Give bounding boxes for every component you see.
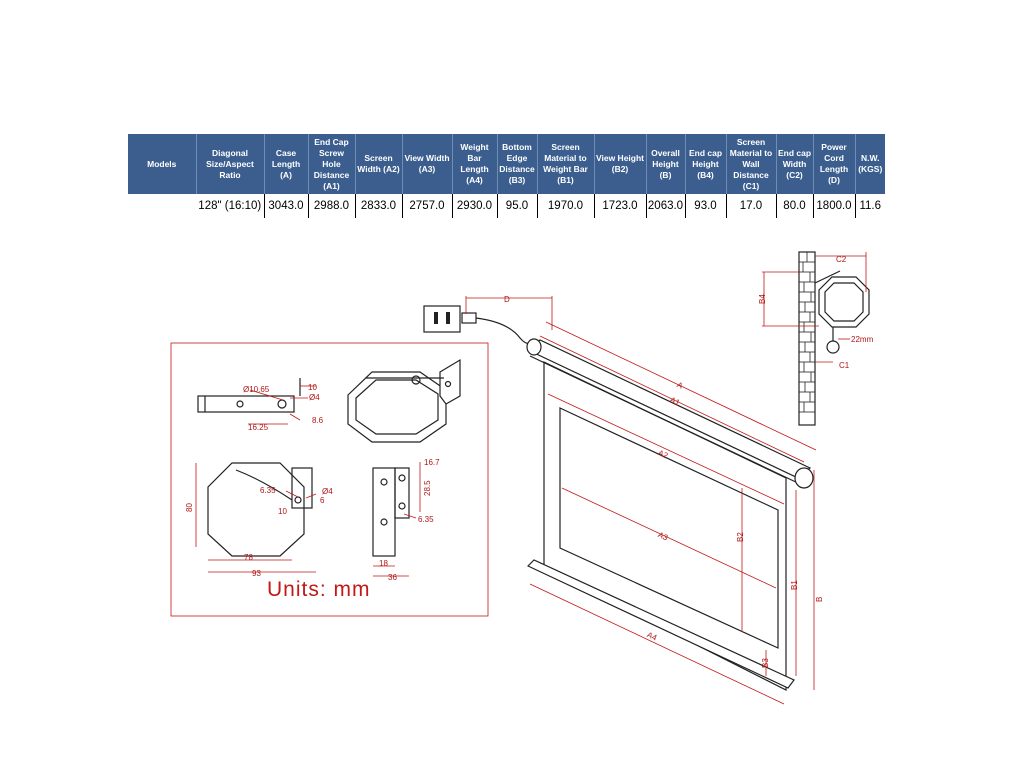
roller-case [526, 339, 812, 479]
header-cell: Screen Material to Wall Distance (C1) [726, 134, 777, 194]
table-cell: 11.6 [859, 200, 882, 212]
weight-bar [526, 559, 795, 689]
table-row: 128" (16:10) 3043.0 2988.0 2833.0 2757.0… [128, 194, 885, 218]
weight-bar-end [826, 340, 840, 354]
table-cell: 80.0 [776, 194, 814, 218]
dim-label: 36 [388, 573, 397, 582]
dim-label: 16.7 [424, 458, 440, 467]
dim-label: B [815, 597, 824, 602]
header-cell: Case Length (A) [264, 134, 309, 194]
screen-fabric [543, 361, 787, 691]
table-cell: 93.0 [685, 194, 727, 218]
brick-wall-courses [799, 252, 815, 413]
dim-label: 93 [252, 569, 261, 578]
header-cell: Screen Material to Weight Bar (B1) [537, 134, 595, 194]
table-header-row: Models Diagonal Size/Aspect Ratio Case L… [128, 134, 885, 194]
table-cell: 128" (16:10) [196, 194, 265, 218]
dim-label: 28.5 [423, 480, 432, 496]
header-cell: Screen Width (A2) [355, 134, 403, 194]
bracket-front-view [195, 462, 317, 573]
dim-label: 22mm [851, 335, 874, 344]
header-cell: Weight Bar Length (A4) [452, 134, 498, 194]
dim-label: A1 [669, 395, 682, 408]
dim-label: A3 [657, 530, 670, 543]
dim-label: 16.25 [248, 423, 269, 432]
dim-label: B3 [761, 658, 770, 668]
dim-label: A [676, 380, 685, 391]
header-cell: N.W. (KGS) [855, 134, 885, 194]
dim-label: 80 [185, 503, 194, 512]
header-cell: Models [128, 134, 197, 194]
dim-label: B1 [790, 580, 799, 590]
end-cap-octagon [818, 276, 870, 328]
bracket-profile-view [372, 462, 421, 577]
header-cell: Overall Height (B) [646, 134, 686, 194]
bracket-detail-drawing: Ø10.65 10 Ø4 16.25 8.6 6.35 Ø4 6 [170, 342, 489, 617]
spec-table: Models Diagonal Size/Aspect Ratio Case L… [128, 134, 885, 218]
dim-label: Ø4 [309, 393, 320, 402]
brick-wall [798, 251, 816, 426]
header-cell: End cap Width (C2) [776, 134, 814, 194]
dim-label: 8.6 [312, 416, 324, 425]
table-cell: 17.0 [726, 194, 777, 218]
dim-label: C1 [839, 361, 850, 370]
roller-end-cap [794, 467, 814, 489]
dim-label: C2 [836, 255, 847, 264]
table-cell: 2930.0 [452, 194, 498, 218]
view-area [559, 407, 779, 649]
table-cell: 2757.0 [402, 194, 453, 218]
header-cell: End cap Height (B4) [685, 134, 727, 194]
table-cell: 2988.0 [308, 194, 356, 218]
bracket-isometric-view [347, 358, 461, 443]
header-cell: View Height (B2) [594, 134, 647, 194]
screen-assembly-drawing [423, 296, 817, 705]
units-label: Units: mm [267, 578, 371, 601]
table-cell: 3043.0 [264, 194, 309, 218]
dim-label: 10 [278, 507, 287, 516]
dim-label: 18 [379, 559, 388, 568]
bracket-detail-frame [170, 342, 489, 617]
dim-label: B2 [736, 532, 745, 542]
power-plug-icon [423, 305, 461, 333]
dim-label: D [504, 295, 510, 304]
header-cell: View Width (A3) [402, 134, 453, 194]
table-cell: 1970.0 [537, 194, 595, 218]
dim-label: 6.35 [418, 515, 434, 524]
dim-label: 6 [320, 496, 325, 505]
dim-label: B4 [758, 294, 767, 304]
header-cell: End Cap Screw Hole Distance (A1) [308, 134, 356, 194]
wall-mount-drawing [762, 251, 870, 426]
dim-label: 78 [244, 553, 253, 562]
dim-label: A2 [657, 448, 670, 461]
dim-label: 10 [308, 383, 317, 392]
dim-label: Ø10.65 [243, 385, 270, 394]
dim-label: Ø4 [322, 487, 333, 496]
table-cell: 2833.0 [355, 194, 403, 218]
header-cell: Bottom Edge Distance (B3) [497, 134, 538, 194]
table-cell: 95.0 [497, 194, 538, 218]
dim-label: 6.35 [260, 486, 276, 495]
bracket-side-view [197, 378, 316, 425]
header-cell: Diagonal Size/Aspect Ratio [196, 134, 265, 194]
table-cell: 1800.0 [813, 194, 856, 218]
dim-label: A4 [646, 630, 659, 643]
header-cell: Power Cord Length (D) [813, 134, 856, 194]
table-cell: 1723.0 [594, 194, 647, 218]
table-cell: 2063.0 [646, 194, 686, 218]
